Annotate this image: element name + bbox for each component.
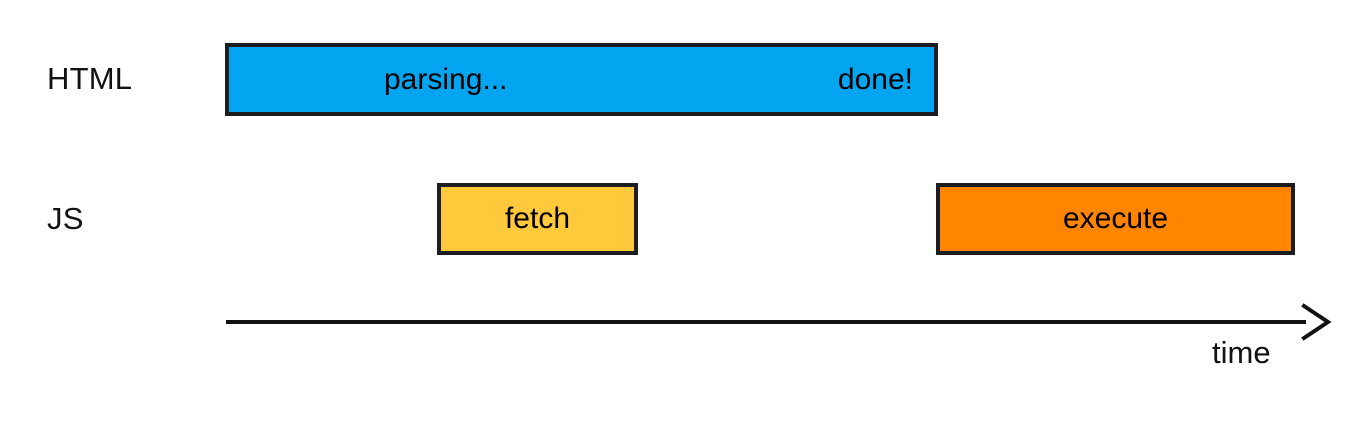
right-arrow-icon	[1298, 302, 1332, 342]
bar-label-execute: execute	[1062, 202, 1169, 235]
bar-label-fetch: fetch	[504, 202, 571, 235]
timeline-bar-fetch: fetch	[437, 183, 638, 255]
row-label-html: HTML	[47, 61, 133, 96]
time-axis-line	[226, 320, 1306, 324]
bar-label-parsing: parsing...	[384, 62, 508, 96]
time-axis-label: time	[1212, 335, 1271, 370]
timeline-bar-parsing: parsing... done!	[225, 43, 938, 116]
bar-label-done: done!	[837, 62, 913, 96]
row-label-js: JS	[47, 201, 84, 236]
timeline-bar-execute: execute	[936, 183, 1295, 255]
